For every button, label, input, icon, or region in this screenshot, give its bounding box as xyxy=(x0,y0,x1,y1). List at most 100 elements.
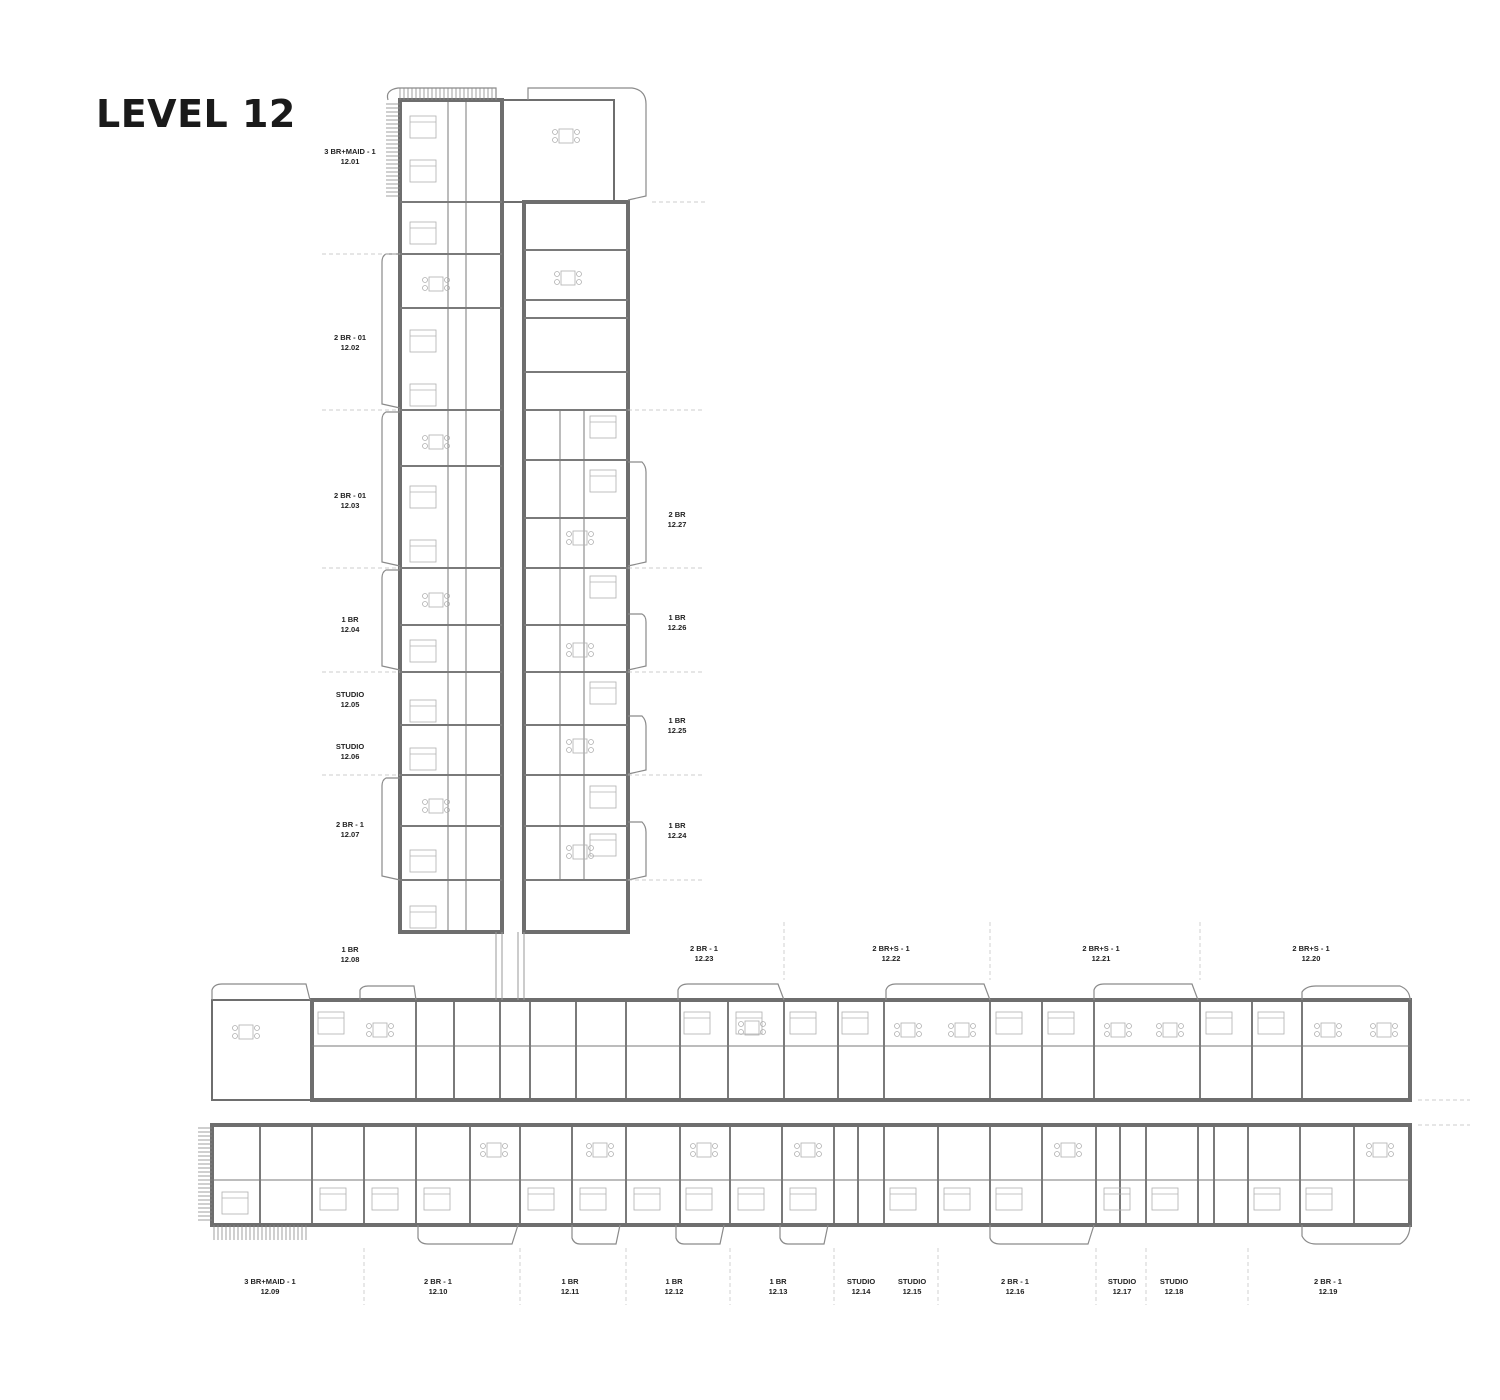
table-icon xyxy=(1162,1022,1178,1038)
chair-icon xyxy=(566,845,572,851)
unit-number: 12.17 xyxy=(1112,1287,1132,1296)
bed-icon xyxy=(221,1191,249,1215)
balcony-outline xyxy=(527,87,647,201)
unit-type: 1 BR xyxy=(668,613,686,622)
unit-type: 2 BR+S - 1 xyxy=(1292,944,1330,953)
unit-type: 3 BR+MAID - 1 xyxy=(244,1277,296,1286)
chair-icon xyxy=(422,277,428,283)
balcony-outline xyxy=(627,613,647,671)
bar-south-block xyxy=(210,1123,1412,1227)
chair-icon xyxy=(254,1033,260,1039)
bed-icon xyxy=(841,1011,869,1035)
balcony-outline xyxy=(359,985,417,1001)
balcony-outline xyxy=(675,1224,725,1245)
chair-icon xyxy=(948,1031,954,1037)
chair-icon xyxy=(916,1031,922,1037)
chair-icon xyxy=(554,279,560,285)
unit-type: 2 BR - 1 xyxy=(1314,1277,1342,1286)
chair-icon xyxy=(1388,1143,1394,1149)
balcony-outline xyxy=(779,1224,829,1245)
chair-icon xyxy=(970,1023,976,1029)
chair-icon xyxy=(444,435,450,441)
unit-number: 12.19 xyxy=(1318,1287,1338,1296)
balcony-outline xyxy=(386,87,497,101)
unit-number: 12.13 xyxy=(768,1287,788,1296)
chair-icon xyxy=(608,1143,614,1149)
chair-icon xyxy=(608,1151,614,1157)
bed-icon xyxy=(527,1187,555,1211)
chair-icon xyxy=(444,799,450,805)
balcony-outline xyxy=(381,569,401,671)
chair-icon xyxy=(588,531,594,537)
bed-icon xyxy=(409,905,437,929)
chair-icon xyxy=(388,1031,394,1037)
bed-icon xyxy=(1205,1011,1233,1035)
chair-icon xyxy=(576,271,582,277)
chair-icon xyxy=(1126,1023,1132,1029)
chair-icon xyxy=(552,129,558,135)
chair-icon xyxy=(586,1151,592,1157)
chair-icon xyxy=(574,137,580,143)
unit-type: 1 BR xyxy=(668,821,686,830)
chair-icon xyxy=(894,1031,900,1037)
chair-icon xyxy=(588,539,594,545)
bed-icon xyxy=(995,1011,1023,1035)
tower-west-block xyxy=(398,98,504,934)
table-icon xyxy=(558,128,574,144)
chair-icon xyxy=(1156,1031,1162,1037)
table-icon xyxy=(486,1142,502,1158)
bed-icon xyxy=(409,221,437,245)
unit-number: 12.25 xyxy=(667,726,687,735)
unit-type: 2 BR xyxy=(668,510,686,519)
table-icon xyxy=(238,1024,254,1040)
unit-number: 12.18 xyxy=(1164,1287,1184,1296)
bed-icon xyxy=(789,1011,817,1035)
chair-icon xyxy=(388,1023,394,1029)
balcony-outline xyxy=(1093,983,1199,1001)
chair-icon xyxy=(1104,1031,1110,1037)
chair-icon xyxy=(970,1031,976,1037)
bed-icon xyxy=(685,1187,713,1211)
chair-icon xyxy=(480,1151,486,1157)
unit-number: 12.23 xyxy=(694,954,714,963)
unit-type: STUDIO xyxy=(846,1277,876,1286)
unit-number: 12.20 xyxy=(1301,954,1321,963)
bed-icon xyxy=(589,575,617,599)
chair-icon xyxy=(232,1033,238,1039)
chair-icon xyxy=(1126,1031,1132,1037)
chair-icon xyxy=(366,1031,372,1037)
unit-number: 12.22 xyxy=(881,954,901,963)
chair-icon xyxy=(1392,1031,1398,1037)
unit-number: 12.04 xyxy=(340,625,360,634)
unit-number: 12.01 xyxy=(340,157,360,166)
balcony-outline xyxy=(1301,985,1411,1001)
unit-type: 1 BR xyxy=(769,1277,787,1286)
chair-icon xyxy=(232,1025,238,1031)
chair-icon xyxy=(566,747,572,753)
table-icon xyxy=(954,1022,970,1038)
unit-type: STUDIO xyxy=(1107,1277,1137,1286)
table-icon xyxy=(560,270,576,286)
bed-icon xyxy=(995,1187,1023,1211)
chair-icon xyxy=(1336,1031,1342,1037)
table-icon xyxy=(900,1022,916,1038)
unit-type: 2 BR+S - 1 xyxy=(1082,944,1120,953)
table-icon xyxy=(372,1022,388,1038)
bed-icon xyxy=(589,469,617,493)
chair-icon xyxy=(366,1023,372,1029)
unit-type: STUDIO xyxy=(335,742,365,751)
chair-icon xyxy=(1366,1143,1372,1149)
chair-icon xyxy=(738,1029,744,1035)
table-icon xyxy=(744,1020,760,1036)
